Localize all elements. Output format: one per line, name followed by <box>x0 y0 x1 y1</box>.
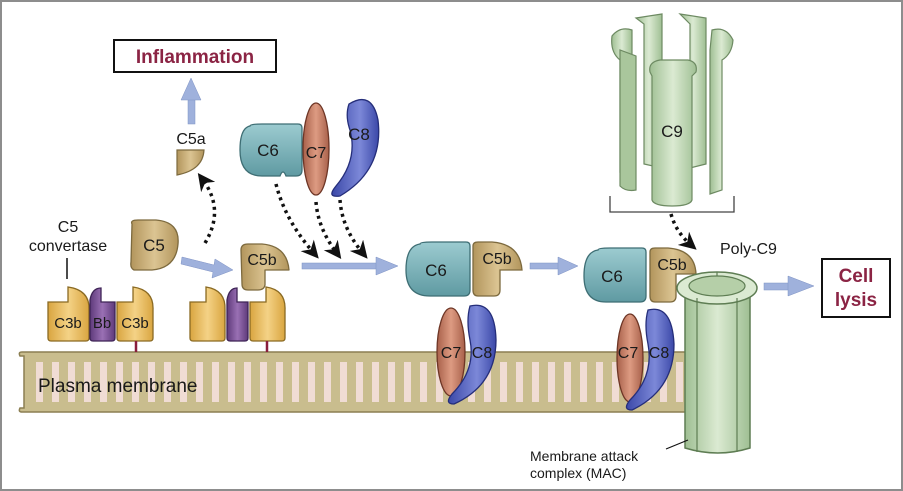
inflammation-box: Inflammation <box>113 39 277 73</box>
c6-binding-arrow <box>274 183 319 259</box>
plasma-membrane: Plasma membrane <box>18 351 744 413</box>
c5a-fragment <box>176 149 205 176</box>
c9-monomers: C9 <box>609 13 735 213</box>
c8-protein <box>331 99 380 197</box>
c6-label: C6 <box>425 261 447 280</box>
c5b-label: C5b <box>482 251 511 268</box>
cell-lysis-box: Cell lysis <box>821 258 891 318</box>
c5b-protein <box>649 247 697 303</box>
c8-label: C8 <box>649 345 670 362</box>
c7-binding-arrow <box>314 201 342 260</box>
c5a-label: C5a <box>176 131 205 148</box>
arrow-to-c5b-c6-complex <box>301 256 399 276</box>
arrow-to-inflammation <box>180 77 202 125</box>
c8-protein <box>625 308 675 411</box>
poly-c9-label: Poly-C9 <box>720 241 777 258</box>
c5-protein: C5 <box>130 219 179 271</box>
cell-lysis-label-line1: Cell <box>839 266 874 287</box>
c5b-label: C5b <box>247 252 276 269</box>
c6-c7-c8-free: C6 C7 C8 <box>239 99 380 197</box>
mac-complex: C7 C8 C6 C5b <box>583 247 758 454</box>
c7-label: C7 <box>441 345 462 362</box>
c3b-right <box>116 286 154 342</box>
c5-label: C5 <box>143 236 165 255</box>
c5-convertase-with-c5b: C5b <box>189 243 290 352</box>
c6-protein <box>405 241 471 297</box>
mac-pointer <box>665 439 689 450</box>
c3b-right-label: C3b <box>121 315 149 332</box>
c3b-right <box>249 286 286 342</box>
plasma-membrane-label: Plasma membrane <box>38 376 197 397</box>
c8-protein <box>447 304 497 405</box>
arrow-c5-to-c5b <box>180 256 234 279</box>
poly-c9-pore <box>676 271 758 454</box>
inflammation-label: Inflammation <box>136 47 254 68</box>
bb-label: Bb <box>93 315 111 332</box>
c5b-protein <box>472 241 523 297</box>
c7-label: C7 <box>306 145 327 162</box>
c9-bracket <box>609 196 735 213</box>
arrow-to-mac <box>529 256 579 276</box>
c5-convertase-complex: C3b Bb C3b <box>47 286 154 352</box>
c3b-left-label: C3b <box>54 315 82 332</box>
c5-convertase-label-line1: C5 <box>58 219 79 236</box>
arrow-to-cell-lysis <box>763 275 815 297</box>
c5-convertase-label-line2: convertase <box>29 238 107 255</box>
c7-protein <box>302 102 330 196</box>
c7-label: C7 <box>618 345 639 362</box>
c6-label: C6 <box>257 141 279 160</box>
c8-binding-arrow <box>338 199 368 259</box>
c8-label: C8 <box>472 345 493 362</box>
c5b-label: C5b <box>657 257 686 274</box>
c8-label: C8 <box>348 125 370 144</box>
c9-polymerization-arrow <box>669 213 697 250</box>
c9-label: C9 <box>661 122 683 141</box>
c6-c8-binding-arrows <box>274 183 368 260</box>
bb <box>226 287 249 342</box>
c3b-left <box>47 286 90 342</box>
c6-protein <box>239 123 303 177</box>
c6-label: C6 <box>601 267 623 286</box>
mac-label-line2: complex (MAC) <box>530 465 626 481</box>
c5b-c8-complex: C7 C8 C6 C5b <box>405 241 523 405</box>
c5a-release-arrow <box>197 172 217 244</box>
c3b-left <box>189 286 226 342</box>
cell-lysis-label-line2: lysis <box>835 290 877 311</box>
c6-protein <box>583 247 647 303</box>
mac-label-line1: Membrane attack <box>530 448 639 464</box>
c5b-protein <box>240 243 290 291</box>
bb <box>89 287 116 342</box>
